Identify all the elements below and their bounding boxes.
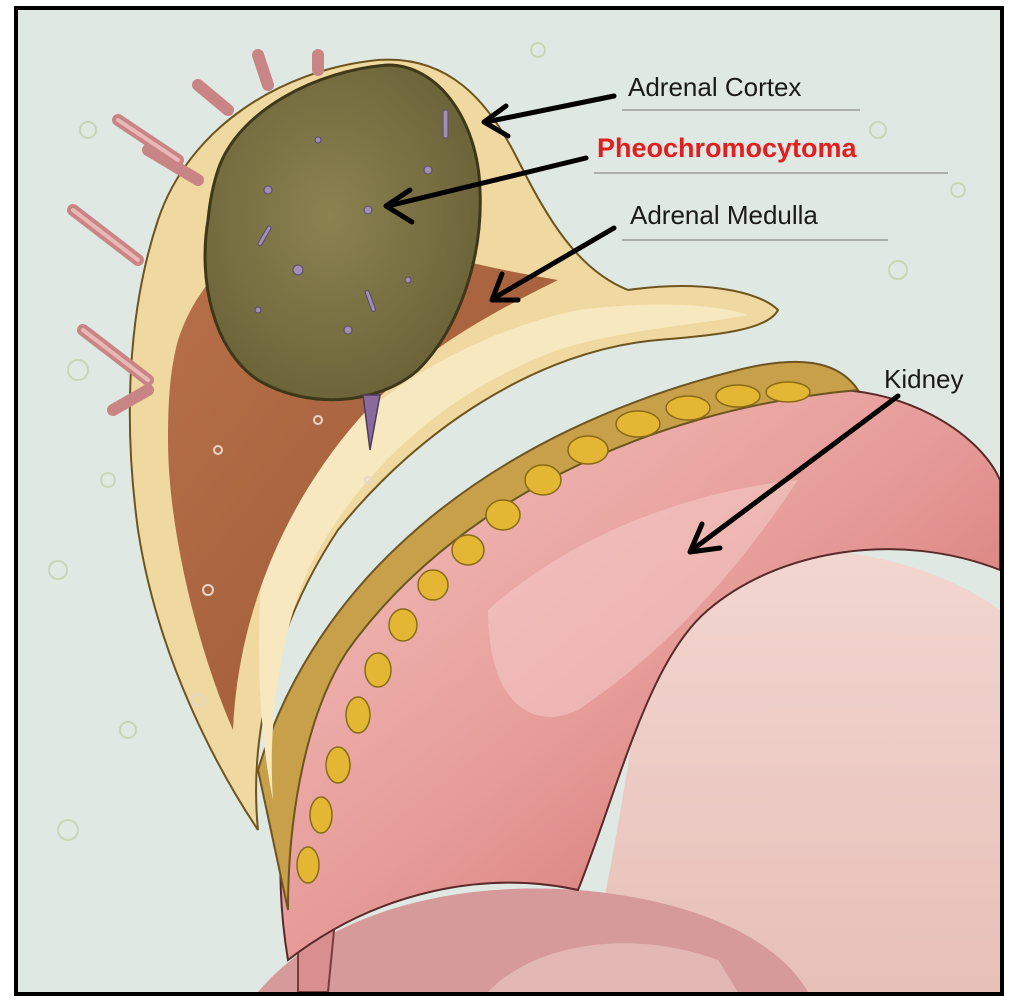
pheochromocytoma-label: Pheochromocytoma (597, 135, 857, 162)
arrow-adrenal-cortex (484, 96, 614, 136)
adrenal-cortex-label: Adrenal Cortex (628, 74, 801, 100)
adrenal-medulla-label: Adrenal Medulla (630, 202, 818, 228)
kidney-label: Kidney (884, 366, 964, 392)
